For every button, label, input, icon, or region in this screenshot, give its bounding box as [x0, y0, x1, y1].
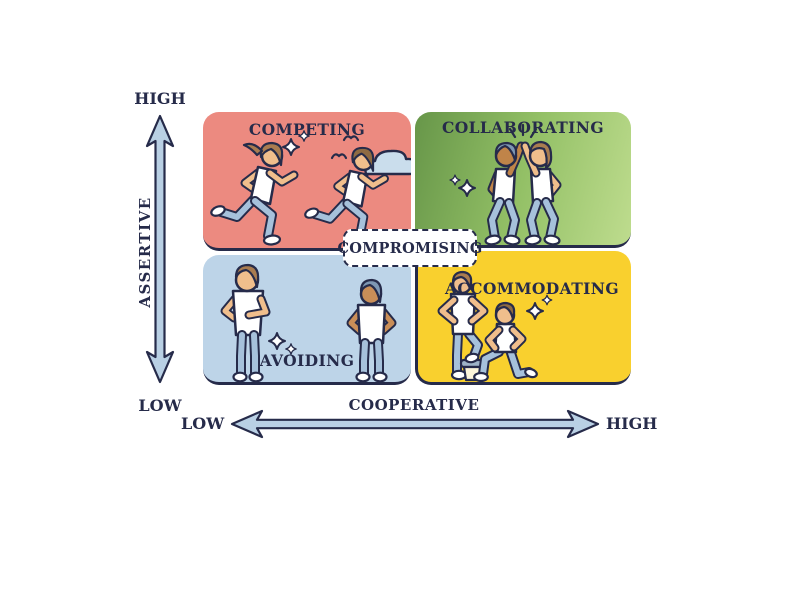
- assertive-high-label: HIGH: [134, 89, 186, 108]
- ponytail: [242, 142, 264, 157]
- sparkle-icon: [285, 343, 297, 355]
- cooperative-axis-arrow: [230, 409, 600, 439]
- compromising-box: COMPROMISING: [337, 229, 482, 267]
- clap-marks: [508, 123, 538, 139]
- quadrant-collaborating: COLLABORATING: [415, 112, 631, 248]
- sparkle-icon: [282, 138, 300, 156]
- sparkle-icon: [541, 294, 553, 306]
- compromising-label: COMPROMISING: [337, 239, 483, 257]
- avoiding-illustration: [220, 263, 397, 382]
- cooperative-low-label: LOW: [181, 414, 225, 433]
- quadrant-avoiding: AVOIDING: [203, 255, 411, 385]
- competing-label: COMPETING: [248, 120, 366, 139]
- accommodating-label: ACCOMMODATING: [444, 279, 619, 298]
- assertive-axis-label: ASSERTIVE: [136, 196, 154, 308]
- sparkle-icon: [526, 302, 544, 320]
- avoiding-right-figure: [346, 278, 397, 382]
- high-five-left-figure: [484, 141, 526, 245]
- assertive-low-label: LOW: [138, 396, 182, 415]
- sparkle-icon: [268, 332, 286, 350]
- collaborating-label: COLLABORATING: [441, 118, 604, 137]
- runner-figure: [210, 141, 299, 246]
- cooperative-high-label: HIGH: [606, 414, 658, 433]
- high-five-right-figure: [520, 140, 562, 245]
- sparkle-icon: [458, 179, 476, 197]
- assertive-axis-arrow: [145, 114, 175, 384]
- sparkle-icon: [298, 130, 310, 142]
- bird-icon: [330, 153, 348, 160]
- accommodating-illustration: [437, 270, 553, 382]
- quadrant-accommodating: ACCOMMODATING: [415, 251, 631, 385]
- kneeling-figure: [473, 301, 538, 382]
- avoiding-label: AVOIDING: [259, 351, 355, 370]
- cooperative-axis-label: COOPERATIVE: [348, 396, 480, 414]
- avoiding-left-figure: [220, 263, 271, 382]
- collaborating-illustration: [449, 123, 562, 245]
- sparkle-icon: [449, 174, 461, 186]
- bird-icon: [342, 135, 360, 142]
